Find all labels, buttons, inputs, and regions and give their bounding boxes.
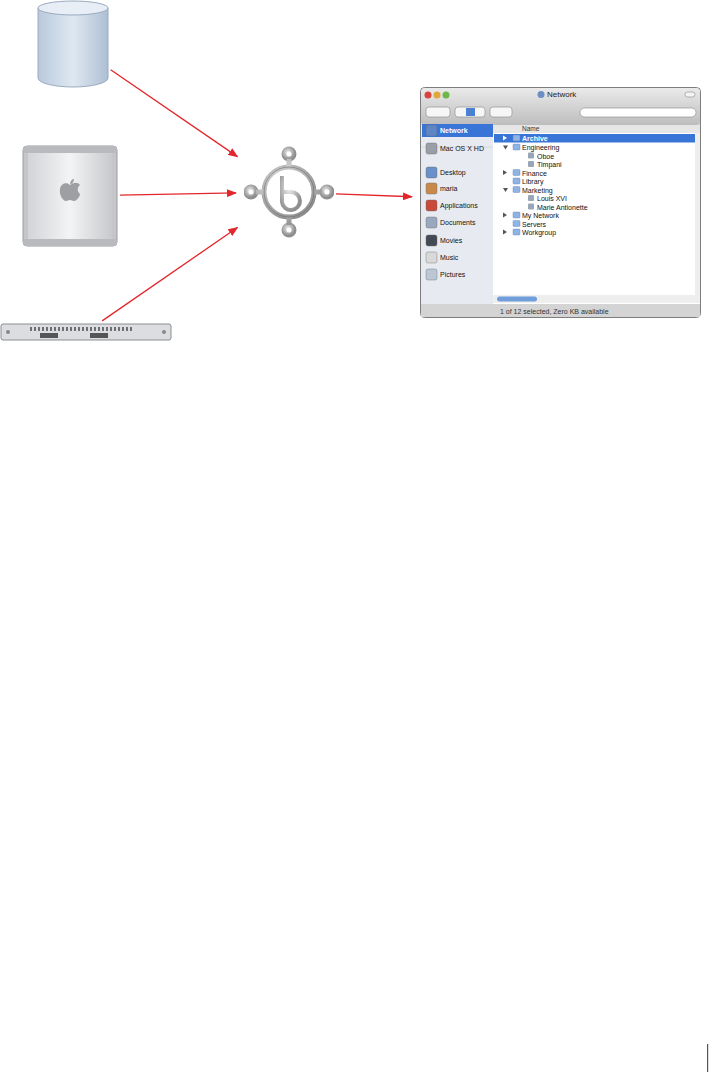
window-text: My Network xyxy=(522,211,559,220)
illustration xyxy=(244,146,334,238)
window-text: Servers xyxy=(522,220,546,229)
window-text: Timpani xyxy=(537,160,562,169)
red-arrow xyxy=(336,194,412,197)
window-text: Applications xyxy=(440,201,478,210)
window-text: 1 of 12 selected, Zero KB available xyxy=(500,307,609,316)
window-text: Louis XVI xyxy=(537,194,567,203)
red-arrow xyxy=(102,228,237,321)
window-text: Finance xyxy=(522,169,547,178)
directory-hub xyxy=(244,146,334,238)
database-cylinder xyxy=(37,0,109,88)
window-text: Workgroup xyxy=(522,228,556,237)
window-text: Marie Antionette xyxy=(537,203,588,212)
window-text: Music xyxy=(440,253,458,262)
window-text: Network xyxy=(547,90,576,99)
page-mark xyxy=(700,1040,712,1072)
illustration xyxy=(22,145,118,247)
window-text: Name xyxy=(522,125,539,133)
tower-computer xyxy=(22,145,118,247)
window-text: Desktop xyxy=(440,168,466,177)
window-text: Mac OS X HD xyxy=(440,144,484,153)
rack-server xyxy=(0,322,172,342)
window-text: Library xyxy=(522,177,543,186)
window-text: Network xyxy=(440,126,468,135)
window-text: Engineering xyxy=(522,143,559,152)
window-text: Marketing xyxy=(522,186,553,195)
illustration xyxy=(0,322,172,342)
window-text: Movies xyxy=(440,236,462,245)
red-arrow xyxy=(111,70,238,157)
finder-window: NetworkNetworkMac OS X HDDesktopmariaApp… xyxy=(420,87,701,318)
window-text: Documents xyxy=(440,218,475,227)
window-text: maria xyxy=(440,184,458,193)
red-arrow xyxy=(120,193,236,195)
window-text: Pictures xyxy=(440,270,465,279)
illustration xyxy=(37,0,109,88)
window-text: Archive xyxy=(522,134,548,143)
window-text: Oboe xyxy=(537,152,554,161)
